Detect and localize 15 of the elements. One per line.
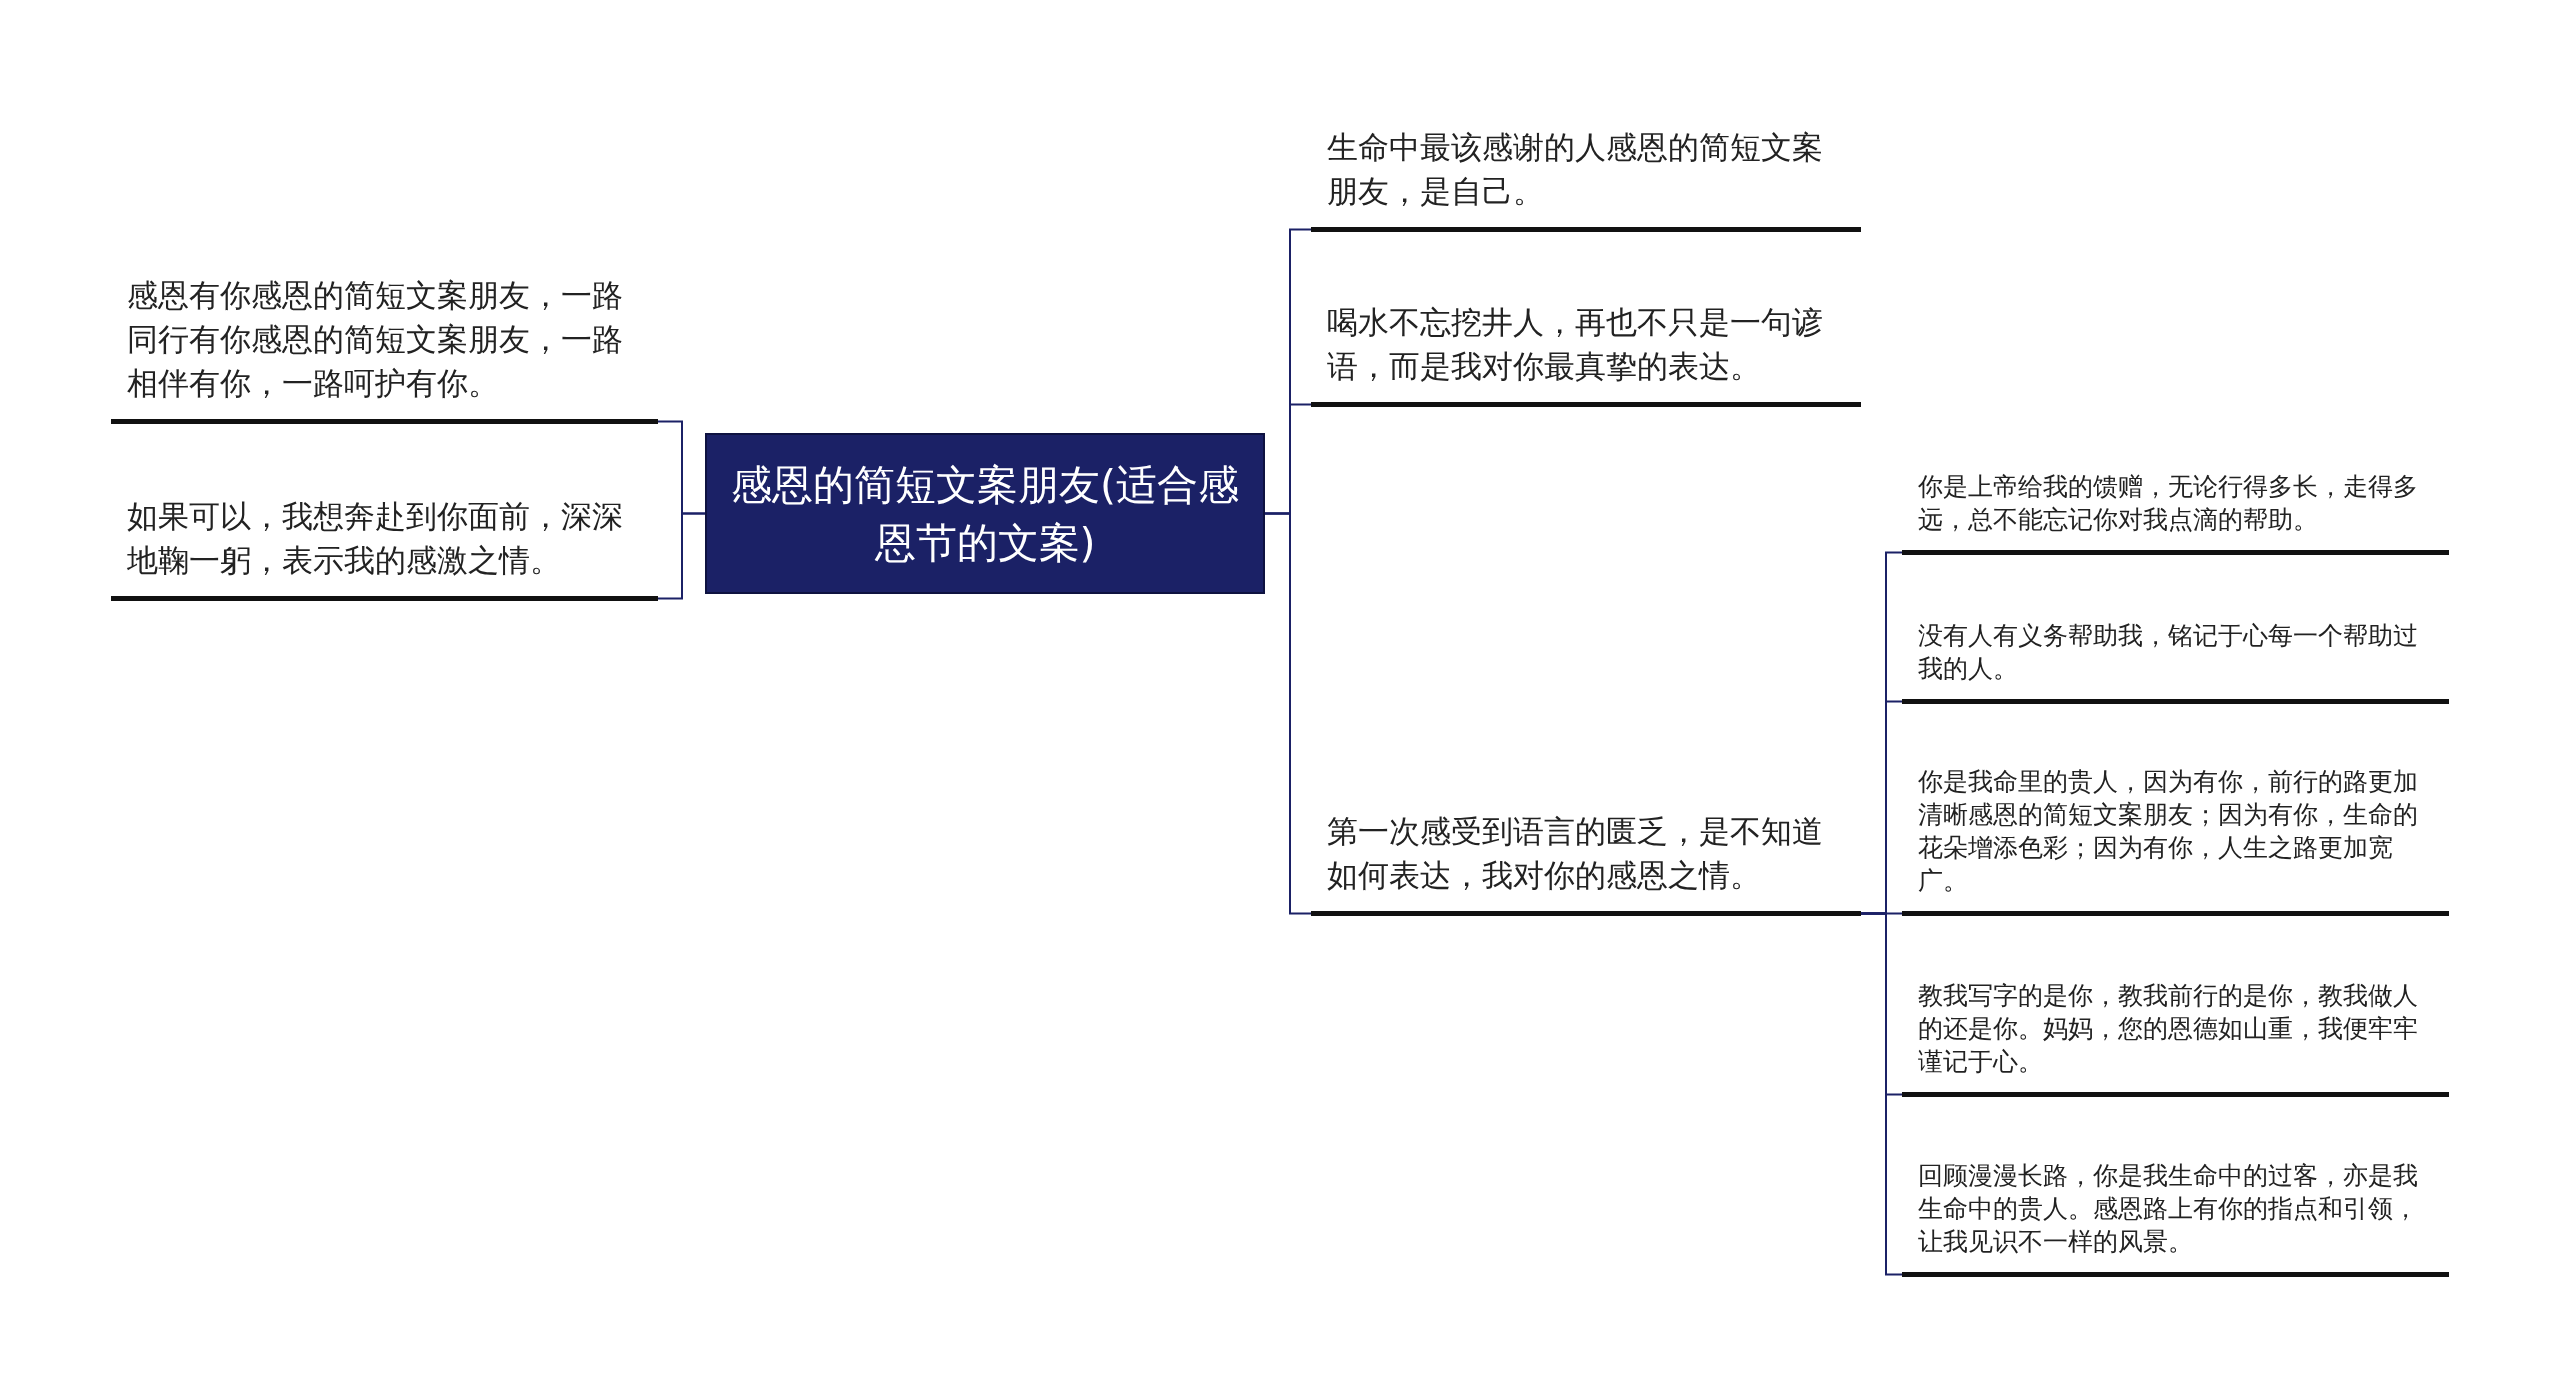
topic-text: 生命中最该感谢的人感恩的简短文案朋友，是自己。: [1327, 128, 1824, 211]
topic-text: 回顾漫漫长路，你是我生命中的过客，亦是我生命中的贵人。感恩路上有你的指点和引领，让我见识不一样的风景。: [1918, 1160, 2419, 1258]
topic-text: 你是上帝给我的馈赠，无论行得多长，走得多远，总不能忘记你对我点滴的帮助。: [1918, 471, 2419, 536]
connector-line: [1264, 512, 1312, 915]
connector-line: [657, 512, 706, 600]
topic-text: 教我写字的是你，教我前行的是你，教我做人的还是你。妈妈，您的恩德如山重，我便牢牢谨记于心。: [1918, 980, 2419, 1078]
topic-text: 喝水不忘挖井人，再也不只是一句谚语，而是我对你最真挚的表达。: [1327, 303, 1824, 386]
topic-text: 感恩的简短文案朋友(适合感恩节的文案): [730, 459, 1240, 569]
topic-text: 没有人有义务帮助我，铭记于心每一个帮助过我的人。: [1918, 620, 2419, 685]
topic-text: 感恩有你感恩的简短文案朋友，一路同行有你感恩的简短文案朋友，一路相伴有你，一路呵护有你。: [127, 276, 624, 403]
topic-text: 如果可以，我想奔赴到你面前，深深地鞠一躬，表示我的感激之情。: [127, 497, 624, 580]
topic-text: 第一次感受到语言的匮乏，是不知道如何表达，我对你的感恩之情。: [1327, 812, 1824, 895]
central-topic-box: [705, 433, 1265, 594]
connector-line: [1860, 912, 1903, 1276]
topic-text: 你是我命里的贵人，因为有你，前行的路更加清晰感恩的简短文案朋友；因为有你，生命的花朵增添色彩；因为有你，人生之路更加宽广。: [1918, 766, 2419, 897]
